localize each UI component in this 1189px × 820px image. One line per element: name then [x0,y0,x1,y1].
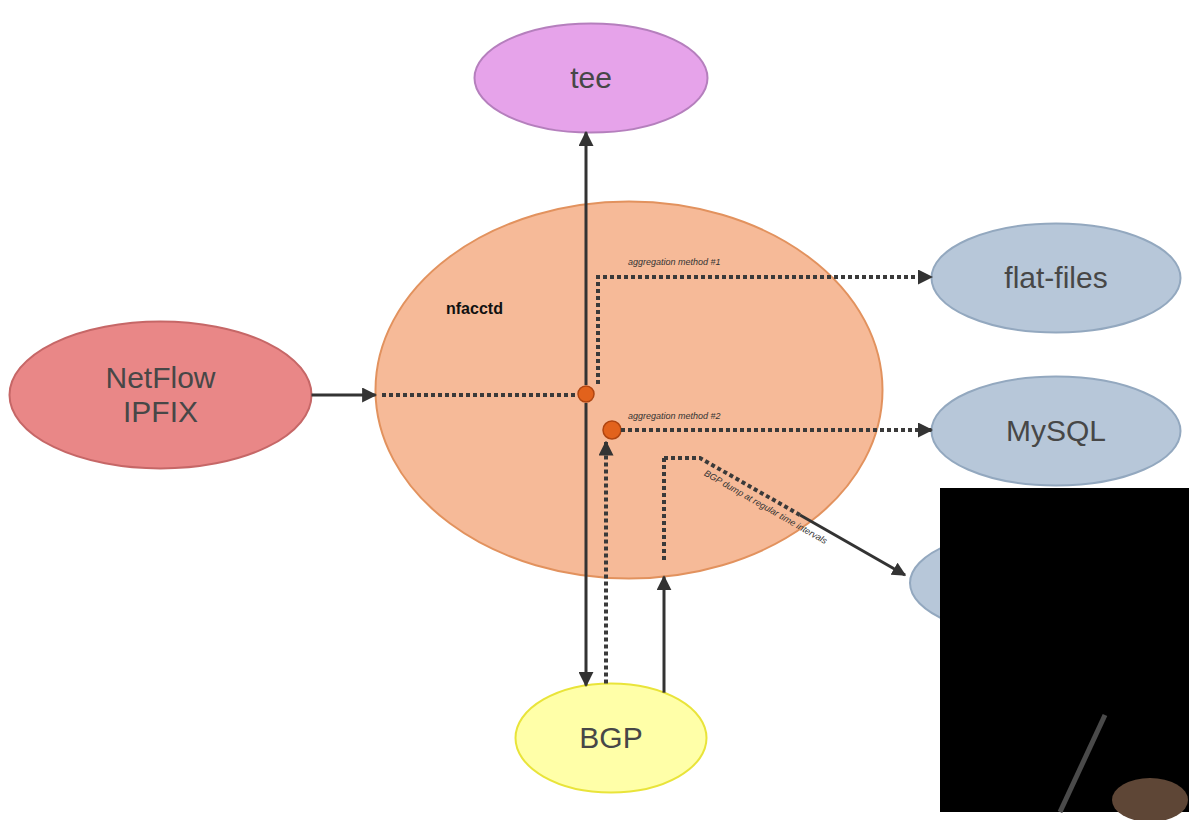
junction-dot [603,421,621,439]
speaker-hand [1112,778,1188,820]
ellipse-fill [376,202,883,579]
flow-arrow [585,403,588,685]
ellipse-outline [374,200,884,580]
internal-flow-line [382,393,577,397]
output-ellipse: flat-files [930,222,1182,334]
dump-note: BGP dump at regular time intervals [702,469,828,547]
node-label: flat-files [1004,261,1107,296]
microphone-stand [1060,715,1105,812]
flow-arrow [663,577,666,693]
source-ellipse: NetFlow IPFIX [8,320,313,470]
dotted-flow-arrow [604,442,608,684]
collector-ellipse: nfacctd [374,200,884,580]
ellipse-fill [516,684,707,793]
bgp-ellipse: BGP [514,682,708,794]
ellipse-fill [10,322,312,469]
tee-ellipse: tee [473,22,709,134]
edge-label: aggregation method #1 [628,258,721,268]
ellipse-fill [932,377,1181,486]
junction-dot [578,386,594,402]
dotted-flow-arrow [621,428,932,432]
ellipse-fill [475,24,708,133]
node-label: BGP [579,721,642,756]
dump-flow-line [662,458,666,560]
node-label: nfacctd [446,300,503,318]
output-ellipse: MySQL [930,375,1182,487]
dotted-flow-arrow [598,277,932,384]
ellipse-fill [932,224,1181,333]
video-overlay [940,488,1189,812]
node-label: tee [570,61,612,96]
node-label: NetFlow IPFIX [73,361,248,430]
flow-arrow [585,132,588,385]
edge-label: aggregation method #2 [628,412,721,422]
dump-arrow [800,515,905,575]
node-label: MySQL [1006,414,1106,449]
flow-arrow [312,394,376,397]
